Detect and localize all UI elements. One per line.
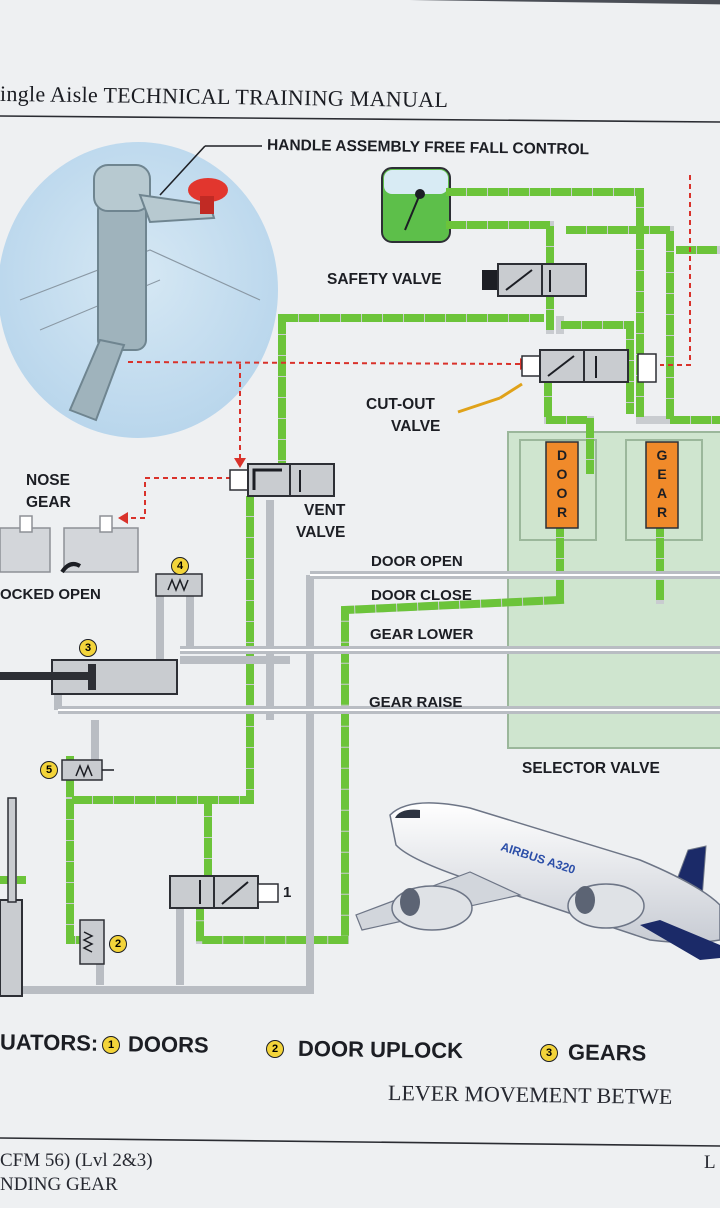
selector-valve-1 bbox=[169, 875, 279, 909]
num-4-badge: 4 bbox=[171, 557, 189, 575]
legend-badge-3: 3 bbox=[540, 1044, 558, 1062]
locked-open-label: OCKED OPEN bbox=[0, 586, 101, 603]
aircraft-illustration: AIRBUS A320 bbox=[355, 802, 720, 960]
selector-valve-body bbox=[507, 431, 720, 749]
door-actuator-2 bbox=[79, 919, 105, 965]
door-block bbox=[545, 441, 579, 529]
gear-letter: A bbox=[656, 485, 668, 501]
safety-valve-label: SAFETY VALVE bbox=[327, 271, 442, 288]
door-letter: D bbox=[556, 447, 568, 463]
vent-valve bbox=[229, 463, 335, 497]
gear-letter: R bbox=[656, 504, 668, 520]
door-letter: R bbox=[556, 504, 568, 520]
legend-item-doors: DOORS bbox=[127, 1031, 209, 1058]
vent-valve-label-2: VALVE bbox=[296, 524, 346, 541]
num-5-badge: 5 bbox=[40, 761, 58, 779]
footer-left-2: NDING GEAR bbox=[0, 1174, 118, 1195]
door-letter: O bbox=[556, 485, 568, 501]
footer-right: L bbox=[704, 1152, 716, 1173]
selector-valve-label: SELECTOR VALVE bbox=[522, 760, 660, 777]
header-rule bbox=[0, 115, 720, 123]
footer-left-1: CFM 56) (Lvl 2&3) bbox=[0, 1150, 153, 1171]
gear-letter: G bbox=[656, 447, 668, 463]
vent-valve-label-1: VENT bbox=[304, 502, 346, 519]
nose-gear-label-1: NOSE bbox=[26, 472, 70, 489]
legend-item-door-uplock: DOOR UPLOCK bbox=[297, 1035, 464, 1064]
valve-marker-1: 1 bbox=[283, 884, 292, 901]
return-line-highlights bbox=[58, 574, 720, 711]
gear-actuator-3 bbox=[0, 659, 178, 695]
legend-badge-1: 1 bbox=[102, 1036, 120, 1054]
caption-text: LEVER MOVEMENT BETWE bbox=[387, 1080, 673, 1109]
control-cables bbox=[125, 175, 691, 519]
safety-valve bbox=[482, 263, 587, 297]
num-2-badge: 2 bbox=[109, 935, 127, 953]
nose-gear-label-2: GEAR bbox=[26, 494, 71, 511]
legend-item-gears: GEARS bbox=[567, 1039, 647, 1066]
door-uplock-4 bbox=[155, 573, 203, 597]
door-block-label: D O O R bbox=[555, 446, 569, 522]
cutout-leader bbox=[457, 396, 501, 414]
reservoir bbox=[381, 167, 451, 243]
gear-block bbox=[645, 441, 679, 529]
gear-letter: E bbox=[657, 466, 667, 482]
gear-lower-label: GEAR LOWER bbox=[370, 626, 474, 643]
cutout-valve-label-2: VALVE bbox=[391, 418, 441, 435]
gear-raise-label: GEAR RAISE bbox=[369, 694, 463, 711]
legend-prefix: UATORS: bbox=[0, 1029, 99, 1056]
legend-badge-2: 2 bbox=[266, 1040, 284, 1058]
door-close-label: DOOR CLOSE bbox=[371, 587, 472, 604]
footer-rule bbox=[0, 1137, 720, 1147]
door-letter: O bbox=[556, 466, 568, 482]
door-actuator-1 bbox=[0, 797, 23, 997]
cutout-valve-label-1: CUT-OUT bbox=[366, 396, 435, 413]
num-3-badge: 3 bbox=[79, 639, 97, 657]
handle-illustration bbox=[0, 142, 278, 438]
uplock-5 bbox=[61, 759, 114, 781]
door-open-label: DOOR OPEN bbox=[371, 553, 463, 570]
cutout-valve bbox=[521, 349, 657, 383]
nose-gear-illustration bbox=[0, 515, 139, 574]
gear-block-label: G E A R bbox=[655, 446, 669, 522]
